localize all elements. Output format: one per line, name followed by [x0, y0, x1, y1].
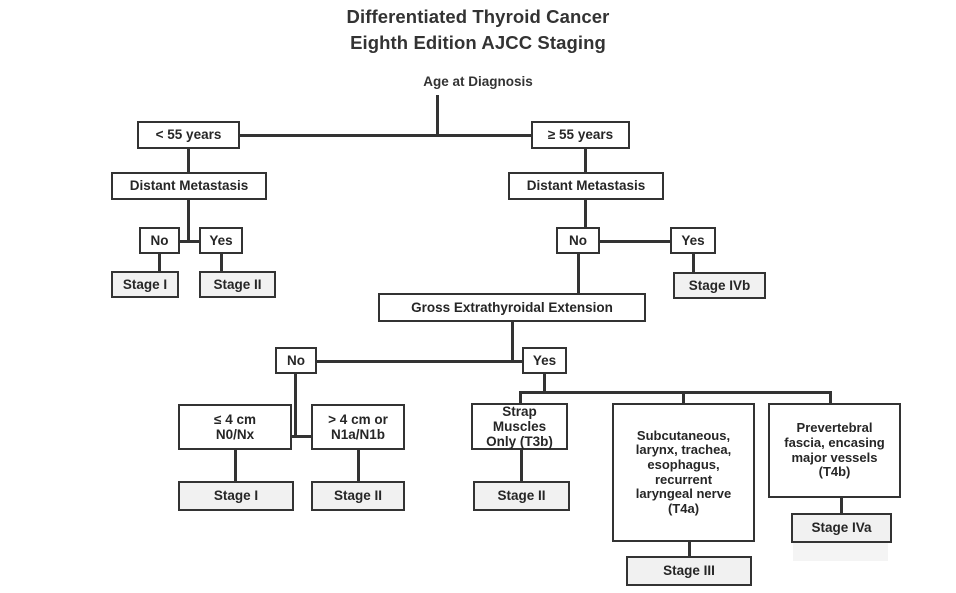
node-t4a-line-2: larynx, trachea, [635, 442, 732, 458]
node-stage-i-left-label: Stage I [122, 276, 168, 292]
connector-dm-left-no-to-stage [158, 253, 161, 272]
connector-dm-right-bus [598, 240, 672, 243]
connector-root-down [436, 95, 439, 136]
node-dm-right-no-label: No [569, 232, 587, 248]
node-stage-iii-label: Stage III [663, 563, 715, 579]
node-stage-ivb-label: Stage IVb [688, 277, 751, 293]
node-stage-ii-strap[interactable]: Stage II [473, 481, 570, 511]
node-gete-no-label: No [287, 352, 305, 368]
node-stage-i-left[interactable]: Stage I [111, 271, 179, 298]
node-t4a-line-4: recurrent [654, 471, 713, 487]
node-gete-yes[interactable]: Yes [522, 347, 567, 374]
node-t4a[interactable]: Subcutaneous, larynx, trachea, esophagus… [612, 403, 755, 542]
connector-dm-left-bus [176, 240, 202, 243]
node-distant-metastasis-right[interactable]: Distant Metastasis [508, 172, 664, 200]
connector-ge55-to-dm [584, 148, 587, 172]
node-distant-metastasis-left[interactable]: Distant Metastasis [111, 172, 267, 200]
node-stage-ivb[interactable]: Stage IVb [673, 272, 766, 299]
node-stage-ii-size[interactable]: Stage II [311, 481, 405, 511]
connector-dm-left-down [187, 199, 190, 241]
chart-title-line-1: Differentiated Thyroid Cancer [346, 6, 610, 27]
node-dm-right-yes-label: Yes [681, 232, 705, 248]
node-dm-left-yes[interactable]: Yes [199, 227, 243, 254]
node-size-large-line-2: N1a/N1b [330, 427, 386, 442]
connector-gete-yes-down [543, 373, 546, 393]
node-age-55-or-over-label: ≥ 55 years [547, 127, 614, 143]
connector-bus-to-strap [519, 391, 522, 404]
node-stage-ii-size-label: Stage II [333, 488, 382, 504]
node-stage-ii-left[interactable]: Stage II [199, 271, 276, 298]
node-age-under-55-label: < 55 years [155, 127, 222, 143]
connector-t-category-bus [543, 391, 831, 394]
connector-size-small-to-stage [234, 449, 237, 482]
node-stage-i-size-label: Stage I [213, 488, 259, 504]
node-t4b-line-1: Prevertebral [796, 420, 873, 436]
node-dm-left-no-label: No [150, 232, 169, 248]
connector-lt55-to-dm [187, 148, 190, 172]
node-stage-i-size[interactable]: Stage I [178, 481, 294, 511]
node-gete-yes-label: Yes [532, 352, 557, 368]
connector-t4b-to-stage [840, 497, 843, 514]
node-size-large-line-1: > 4 cm or [328, 411, 388, 427]
node-stage-ii-strap-label: Stage II [497, 488, 546, 504]
node-distant-metastasis-right-label: Distant Metastasis [526, 178, 646, 194]
node-t4b-line-2: fascia, encasing [784, 434, 885, 450]
connector-t4a-to-stage [688, 541, 691, 557]
node-t4a-line-1: Subcutaneous, [636, 427, 731, 443]
node-gete-no[interactable]: No [275, 347, 317, 374]
node-size-small-line-2: N0/Nx [215, 427, 255, 442]
node-size-small-line-1: ≤ 4 cm [214, 411, 256, 427]
node-strap-muscles-line-1: Strap Muscles [492, 403, 547, 434]
connector-bus-to-t4b [829, 391, 832, 404]
connector-dm-right-down [584, 199, 587, 241]
connector-size-bus [288, 435, 314, 438]
node-distant-metastasis-left-label: Distant Metastasis [129, 178, 249, 194]
connector-age-bus [188, 134, 578, 137]
node-dm-left-no[interactable]: No [139, 227, 180, 254]
connector-gete-bus [311, 360, 526, 363]
connector-strap-to-stage [520, 449, 523, 482]
connector-dm-right-no-down [577, 253, 580, 294]
node-size-small[interactable]: ≤ 4 cm N0/Nx [178, 404, 292, 450]
node-dm-right-yes[interactable]: Yes [670, 227, 716, 254]
connector-bus-left-to-strap [519, 391, 545, 394]
node-strap-muscles[interactable]: Strap Muscles Only (T3b) [471, 403, 568, 450]
node-stage-iii[interactable]: Stage III [626, 556, 752, 586]
connector-dm-right-yes-to-stage [692, 253, 695, 273]
node-t4a-line-5: laryngeal nerve [635, 486, 732, 502]
node-gross-extrathyroidal-extension-label: Gross Extrathyroidal Extension [411, 299, 613, 315]
node-t4a-line-6: (T4a) [667, 500, 700, 516]
node-strap-muscles-line-2: Only (T3b) [486, 434, 553, 450]
node-age-55-or-over[interactable]: ≥ 55 years [531, 121, 630, 149]
node-dm-right-no[interactable]: No [556, 227, 600, 254]
node-stage-iva[interactable]: Stage IVa [791, 513, 892, 543]
connector-gete-down [511, 321, 514, 362]
node-t4b-line-4: (T4b) [818, 464, 851, 480]
node-size-large[interactable]: > 4 cm or N1a/N1b [311, 404, 405, 450]
connector-gete-no-down [294, 373, 297, 436]
chart-title-line-2: Eighth Edition AJCC Staging [350, 32, 606, 53]
root-node-label: Age at Diagnosis [423, 74, 533, 89]
node-gross-extrathyroidal-extension[interactable]: Gross Extrathyroidal Extension [378, 293, 646, 322]
connector-bus-to-t4a [682, 391, 685, 404]
connector-dm-left-yes-to-stage [220, 253, 223, 272]
node-stage-iva-label: Stage IVa [811, 520, 872, 536]
node-age-under-55[interactable]: < 55 years [137, 121, 240, 149]
node-t4a-line-3: esophagus, [647, 456, 720, 472]
node-t4b[interactable]: Prevertebral fascia, encasing major vess… [768, 403, 901, 498]
node-dm-left-yes-label: Yes [209, 232, 233, 248]
stage-iva-shadow-artifact [793, 538, 888, 561]
node-stage-ii-left-label: Stage II [213, 276, 262, 292]
connector-size-large-to-stage [357, 449, 360, 482]
node-t4b-line-3: major vessels [791, 449, 878, 465]
